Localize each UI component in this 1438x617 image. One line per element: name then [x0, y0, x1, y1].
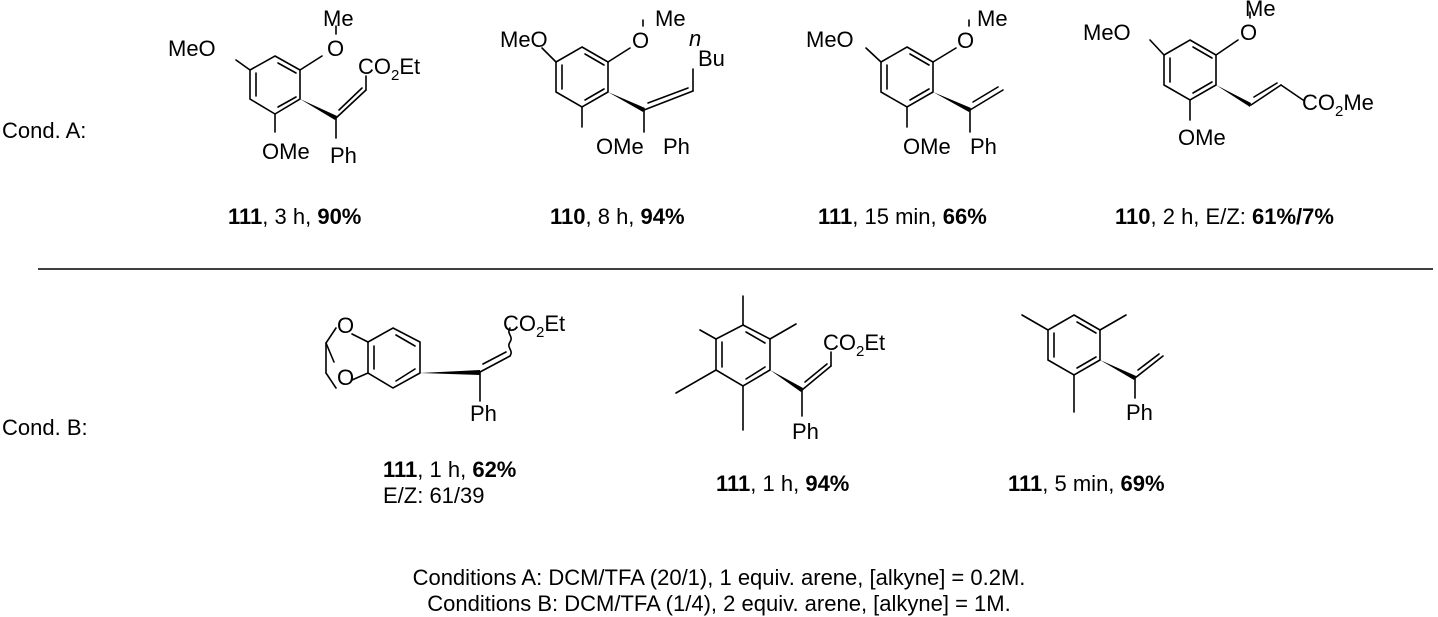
cond-b-label: Cond. B: — [2, 415, 88, 440]
a2-n: n — [689, 26, 701, 51]
a2-bu: Bu — [698, 46, 725, 71]
structure-b2: CO2Et Ph — [675, 295, 885, 444]
structure-b1: O O CO2Et Ph — [325, 311, 565, 426]
a4-o: O — [1240, 20, 1257, 45]
a4-ome: OMe — [1178, 125, 1226, 150]
a3-meo: MeO — [806, 27, 854, 52]
conditions-a-note: Conditions A: DCM/TFA (20/1), 1 equiv. a… — [412, 565, 1026, 590]
a2-o: O — [632, 28, 649, 53]
a1-meo: MeO — [168, 36, 216, 61]
a2-ome: OMe — [596, 134, 644, 159]
structure-a3: MeO Me O OMe Ph — [806, 6, 1008, 159]
caption-b3: 111, 5 min, 69% — [1008, 471, 1165, 496]
a1-ph: Ph — [330, 143, 357, 168]
b3-ph: Ph — [1126, 400, 1153, 425]
caption-b1: 111, 1 h, 62% — [383, 457, 517, 482]
b2-ph: Ph — [792, 419, 819, 444]
caption-b2: 111, 1 h, 94% — [716, 471, 850, 496]
b1-ph: Ph — [470, 401, 497, 426]
a3-me: Me — [977, 6, 1008, 31]
b1-co2et: CO2Et — [503, 311, 565, 341]
structure-a4: MeO Me O OMe CO2Me — [1083, 0, 1374, 150]
b2-co2et: CO2Et — [823, 330, 885, 360]
a2-meo: MeO — [500, 27, 548, 52]
a4-meo: MeO — [1083, 20, 1131, 45]
a1-ome: OMe — [262, 139, 310, 164]
caption-a4: 110, 2 h, E/Z: 61%/7% — [1115, 204, 1334, 229]
structure-a1: MeO Me O CO2Et OMe Ph — [168, 6, 420, 168]
cond-a-label: Cond. A: — [2, 118, 87, 143]
a1-co2et: CO2Et — [358, 54, 420, 84]
a1-o: O — [327, 36, 344, 61]
a2-me: Me — [655, 6, 686, 31]
b1-o1: O — [337, 313, 354, 338]
a3-o: O — [957, 28, 974, 53]
a2-ph: Ph — [663, 134, 690, 159]
caption-b1-ez: E/Z: 61/39 — [383, 483, 485, 508]
a3-ome: OMe — [903, 134, 951, 159]
a4-me: Me — [1245, 0, 1276, 21]
caption-a2: 110, 8 h, 94% — [550, 204, 685, 229]
structure-b3: Ph — [1021, 314, 1164, 425]
caption-a1: 111, 3 h, 90% — [228, 204, 362, 229]
structure-a2: MeO Me O n Bu OMe Ph — [500, 6, 725, 159]
a4-co2me: CO2Me — [1302, 90, 1374, 120]
a1-me: Me — [323, 6, 354, 31]
a3-ph: Ph — [970, 134, 997, 159]
caption-a3: 111, 15 min, 66% — [818, 204, 987, 229]
b1-o2: O — [337, 365, 354, 390]
conditions-b-note: Conditions B: DCM/TFA (1/4), 2 equiv. ar… — [427, 591, 1011, 616]
